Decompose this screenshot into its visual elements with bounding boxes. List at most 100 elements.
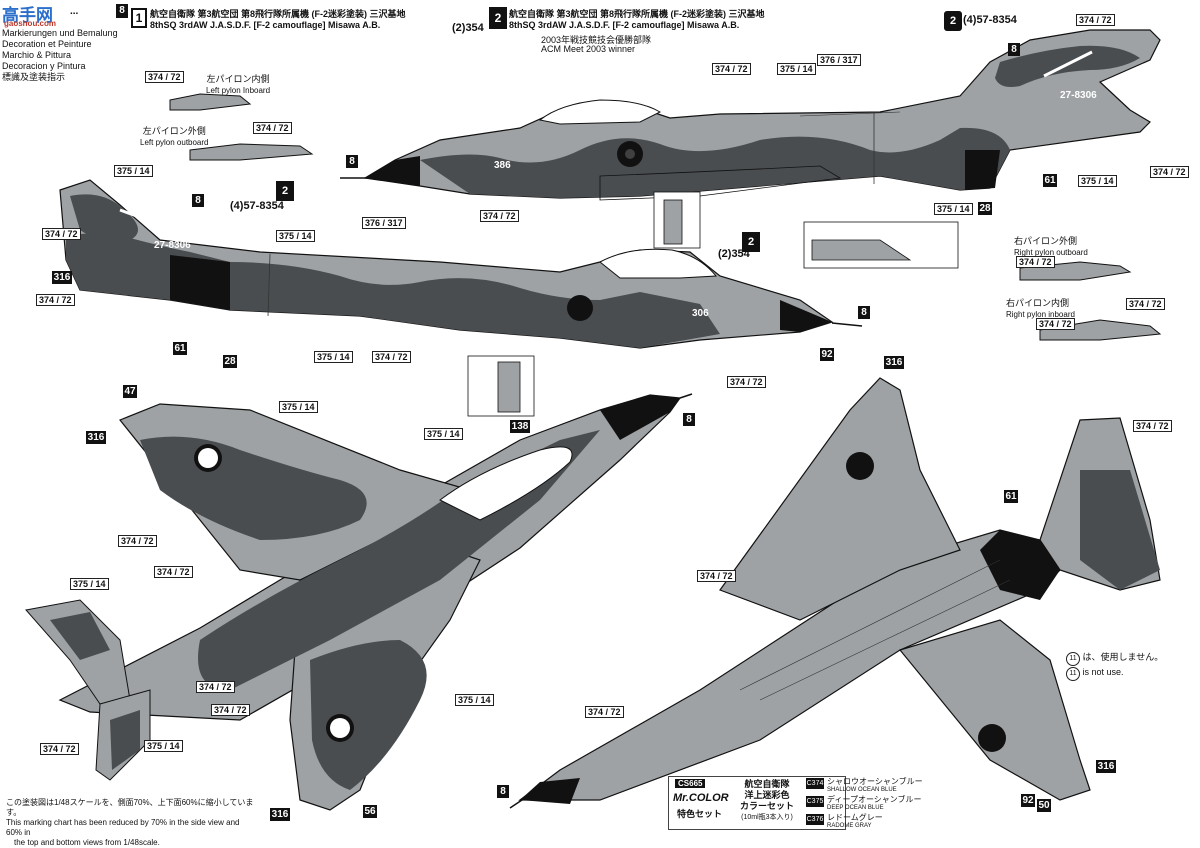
label-left-outboard-en: Left pylon outboard [140,138,209,147]
marker-8-b: 8 [192,194,204,207]
callout-374-n-alt: 72 [236,705,247,715]
serial-top-badge: 2 [944,11,962,31]
marker-138: 138 [510,420,530,433]
label-right-outboard-jp: 右パイロン外側 [1014,236,1078,246]
side-serial-badge: 2 [276,181,294,201]
label-right-outboard: 右パイロン外側 Right pylon outboard [1014,236,1088,258]
label-left-outboard: 左パイロン外側 Left pylon outboard [140,126,209,148]
callout-374-k: 374 / 72 [118,535,157,547]
callout-375-k-alt: 14 [169,741,180,751]
marker-61-a: 61 [1043,174,1057,187]
scale-note-en-1: This marking chart has been reduced by 7… [6,818,240,837]
callout-374-q: 374 / 72 [697,570,736,582]
marker-61-c-label: 61 [1005,491,1017,502]
callout-374-u-code: 374 [1039,319,1055,329]
marker-316-d: 316 [1096,760,1116,773]
serial-top-badge-num: 2 [949,15,957,27]
legend-c375-text: ディープオーシャンブルー DEEP OCEAN BLUE [827,795,922,813]
callout-375-f-code: 375 [937,204,953,214]
legend-c374-chip: C374 [806,778,824,789]
legend-c376-text: レドームグレー RADOME GRAY [827,813,883,831]
callout-374-t-code: 374 [1129,299,1145,309]
callout-374-b: 374 / 72 [253,122,292,134]
tail-code-upper: 27-8306 [1060,90,1097,101]
header-lines: Markierungen und Bemalung Decoration et … [2,28,132,83]
marker-8-d-label: 8 [1011,44,1017,55]
header-mark-8: 8 [116,4,128,18]
side-354: (2)354 [718,248,750,260]
marker-316-e: 316 [52,271,72,284]
marker-56-label: 56 [364,806,376,817]
callout-374-b-code: 374 [256,123,272,133]
callout-375-d-alt: 14 [802,64,813,74]
marker-8-f: 8 [497,785,509,798]
callout-374-b-alt: 72 [278,123,289,133]
callout-376-b: 376 / 317 [817,54,861,66]
callout-374-j: 374 / 72 [727,376,766,388]
callout-375-i: 375 / 14 [70,578,109,590]
callout-375-e-code: 375 [1081,176,1097,186]
callout-374-u: 374 / 72 [1036,318,1075,330]
label-right-outboard-en: Right pylon outboard [1014,248,1088,257]
label-left-inboard: 左パイロン内側 Left pylon Inboard [206,74,270,96]
legend-c374-jp: シャロウオーシャンブルー [827,777,923,786]
legend-set-jp-3: カラーセット [739,801,794,811]
callout-374-i: 374 / 72 [480,210,519,222]
marker-28-b: 28 [223,355,237,368]
callout-374-o-alt: 72 [65,744,76,754]
marker-316-a-label: 316 [87,432,105,443]
header-line-fr: Decoration et Peinture [2,39,92,49]
callout-374-k-code: 374 [121,536,137,546]
callout-374-j-code: 374 [730,377,746,387]
callout-376-a-alt: 317 [387,218,403,228]
label-left-outboard-jp: 左パイロン外側 [142,126,206,136]
variant1-en: 8thSQ 3rdAW J.A.S.D.F. [F-2 camouflage] … [150,20,381,30]
callout-374-p: 374 / 72 [1133,420,1172,432]
callout-375-j-alt: 14 [480,695,491,705]
marker-316-b-label: 316 [885,357,903,368]
legend-c375-en: DEEP OCEAN BLUE [827,805,884,811]
label-right-inboard-en: Right pylon inboard [1006,310,1075,319]
marker-8-a-label: 8 [349,156,355,167]
callout-375-f-alt: 14 [959,204,970,214]
callout-374-n-code: 374 [214,705,230,715]
callout-374-c: 374 / 72 [42,228,81,240]
callout-375-e-alt: 14 [1103,176,1114,186]
callout-374-h-alt: 72 [1175,167,1186,177]
callout-374-r: 374 / 72 [585,706,624,718]
header-line-jp: 標識及塗装指示 [2,72,66,82]
marker-92-b-label: 92 [1022,795,1034,806]
marker-61-c: 61 [1004,490,1018,503]
label-right-inboard: 右パイロン内側 Right pylon inboard [1006,298,1075,320]
marker-8-a: 8 [346,155,358,168]
callout-374-a-code: 374 [148,72,164,82]
callout-375-j-code: 375 [458,695,474,705]
marker-56: 56 [363,805,377,818]
variant1-badge: 1 [131,8,147,28]
callout-374-e-code: 374 [375,352,391,362]
callout-374-g-code: 374 [1079,15,1095,25]
marker-316-b: 316 [884,356,904,369]
variant2-serial-label: (2)354 [452,22,484,34]
legend-c376-chip: C376 [806,814,824,825]
callout-376-a: 376 / 317 [362,217,406,229]
callout-375-h-alt: 14 [304,402,315,412]
callout-374-n: 374 / 72 [211,704,250,716]
callout-374-e: 374 / 72 [372,351,411,363]
callout-375-a-alt: 14 [139,166,150,176]
side-354-badge-num: 2 [747,236,755,248]
callout-375-j: 375 / 14 [455,694,494,706]
variant1-jp: 航空自衛隊 第3航空団 第8飛行隊所属機 (F-2迷彩塗装) 三沢基地 [150,9,406,19]
callout-375-c-alt: 14 [339,352,350,362]
callout-374-a: 374 / 72 [145,71,184,83]
callout-374-s-alt: 72 [1041,257,1052,267]
side-serial-badge-num: 2 [281,185,289,197]
variant2-badge: 2 [489,7,507,29]
legend-c376-en: RADOME GRAY [827,823,872,829]
callout-375-k-code: 375 [147,741,163,751]
legend-c374-text: シャロウオーシャンブルー SHALLOW OCEAN BLUE [827,777,923,795]
marker-28-b-label: 28 [224,356,236,367]
legend-set-jp-2: 洋上迷彩色 [744,790,790,800]
legend-c376-jp: レドームグレー [827,813,883,822]
callout-375-h-code: 375 [282,402,298,412]
